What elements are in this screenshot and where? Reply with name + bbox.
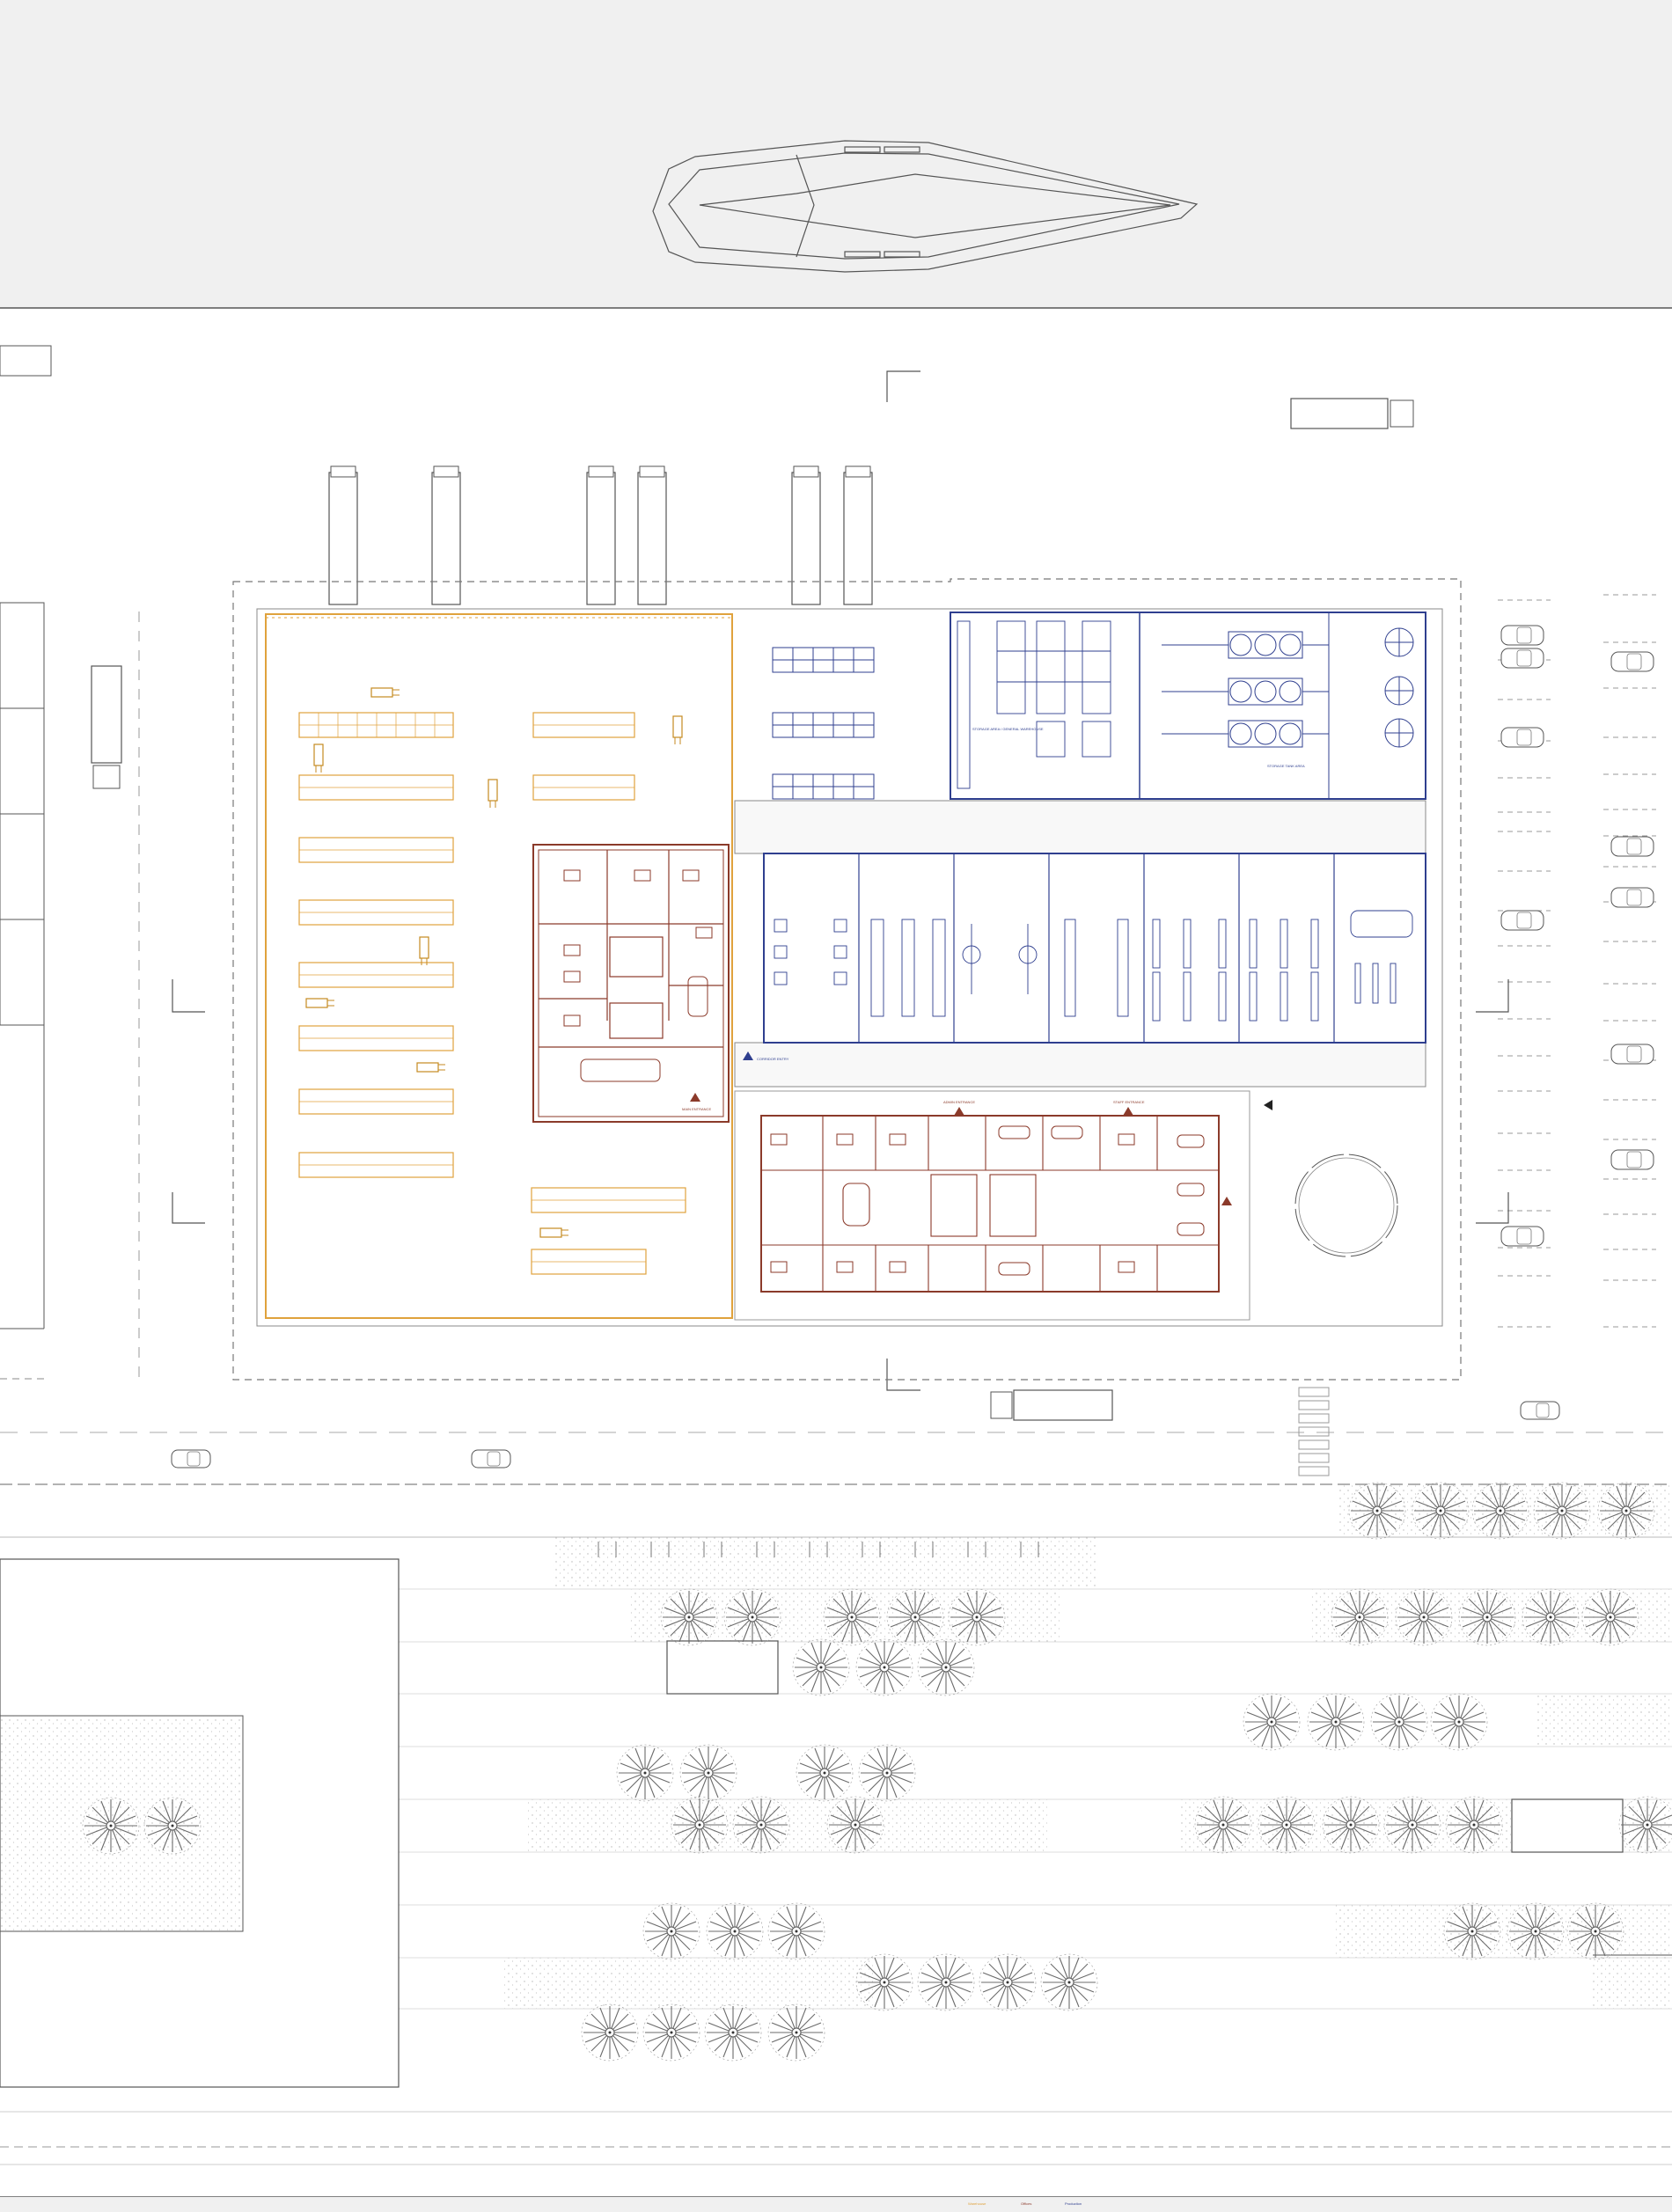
parked-cars <box>1500 625 1654 1247</box>
legend-offices: Offices <box>1021 2201 1031 2206</box>
circular-plaza <box>1264 1100 1398 1257</box>
silo-row <box>328 465 873 605</box>
office-block-south: ADMIN ENTRANCE STAFF ENTRANCE <box>734 1090 1250 1321</box>
production-block: STORAGE AREA / GENERAL WAREHOUSE STORAGE… <box>950 612 1426 800</box>
shelving-area <box>772 647 875 800</box>
tank-block-label: STORAGE TANK AREA <box>1267 764 1305 768</box>
staff-entry-label: STAFF ENTRANCE <box>1113 1100 1145 1104</box>
tank-cluster <box>1162 627 1414 748</box>
parking-right <box>1498 594 1656 1328</box>
truck-top <box>1290 398 1414 429</box>
storage-block-label: STORAGE AREA / GENERAL WAREHOUSE <box>972 727 1044 731</box>
corridor-entry-label: CORRIDOR ENTRY <box>757 1057 789 1061</box>
boat-outline <box>652 140 1199 273</box>
legend-warehouse: Warehouse <box>968 2201 986 2206</box>
site-boundary <box>232 578 1462 1381</box>
truck-left <box>91 665 122 789</box>
office-entry-label: MAIN ENTRANCE <box>682 1107 711 1111</box>
road <box>0 1378 1672 1485</box>
truck-bottom <box>990 1389 1113 1421</box>
production-hall: CORRIDOR ENTRY <box>743 853 1426 1061</box>
warehouse-racks <box>298 712 686 1275</box>
legend-production: Production <box>1065 2201 1082 2206</box>
office-block-north: MAIN ENTRANCE <box>532 844 730 1123</box>
park-area <box>0 1482 1672 2212</box>
warehouse-block <box>265 613 733 1319</box>
legend: Warehouse Offices Production <box>968 2201 1082 2206</box>
admin-entry-label: ADMIN ENTRANCE <box>943 1100 975 1104</box>
